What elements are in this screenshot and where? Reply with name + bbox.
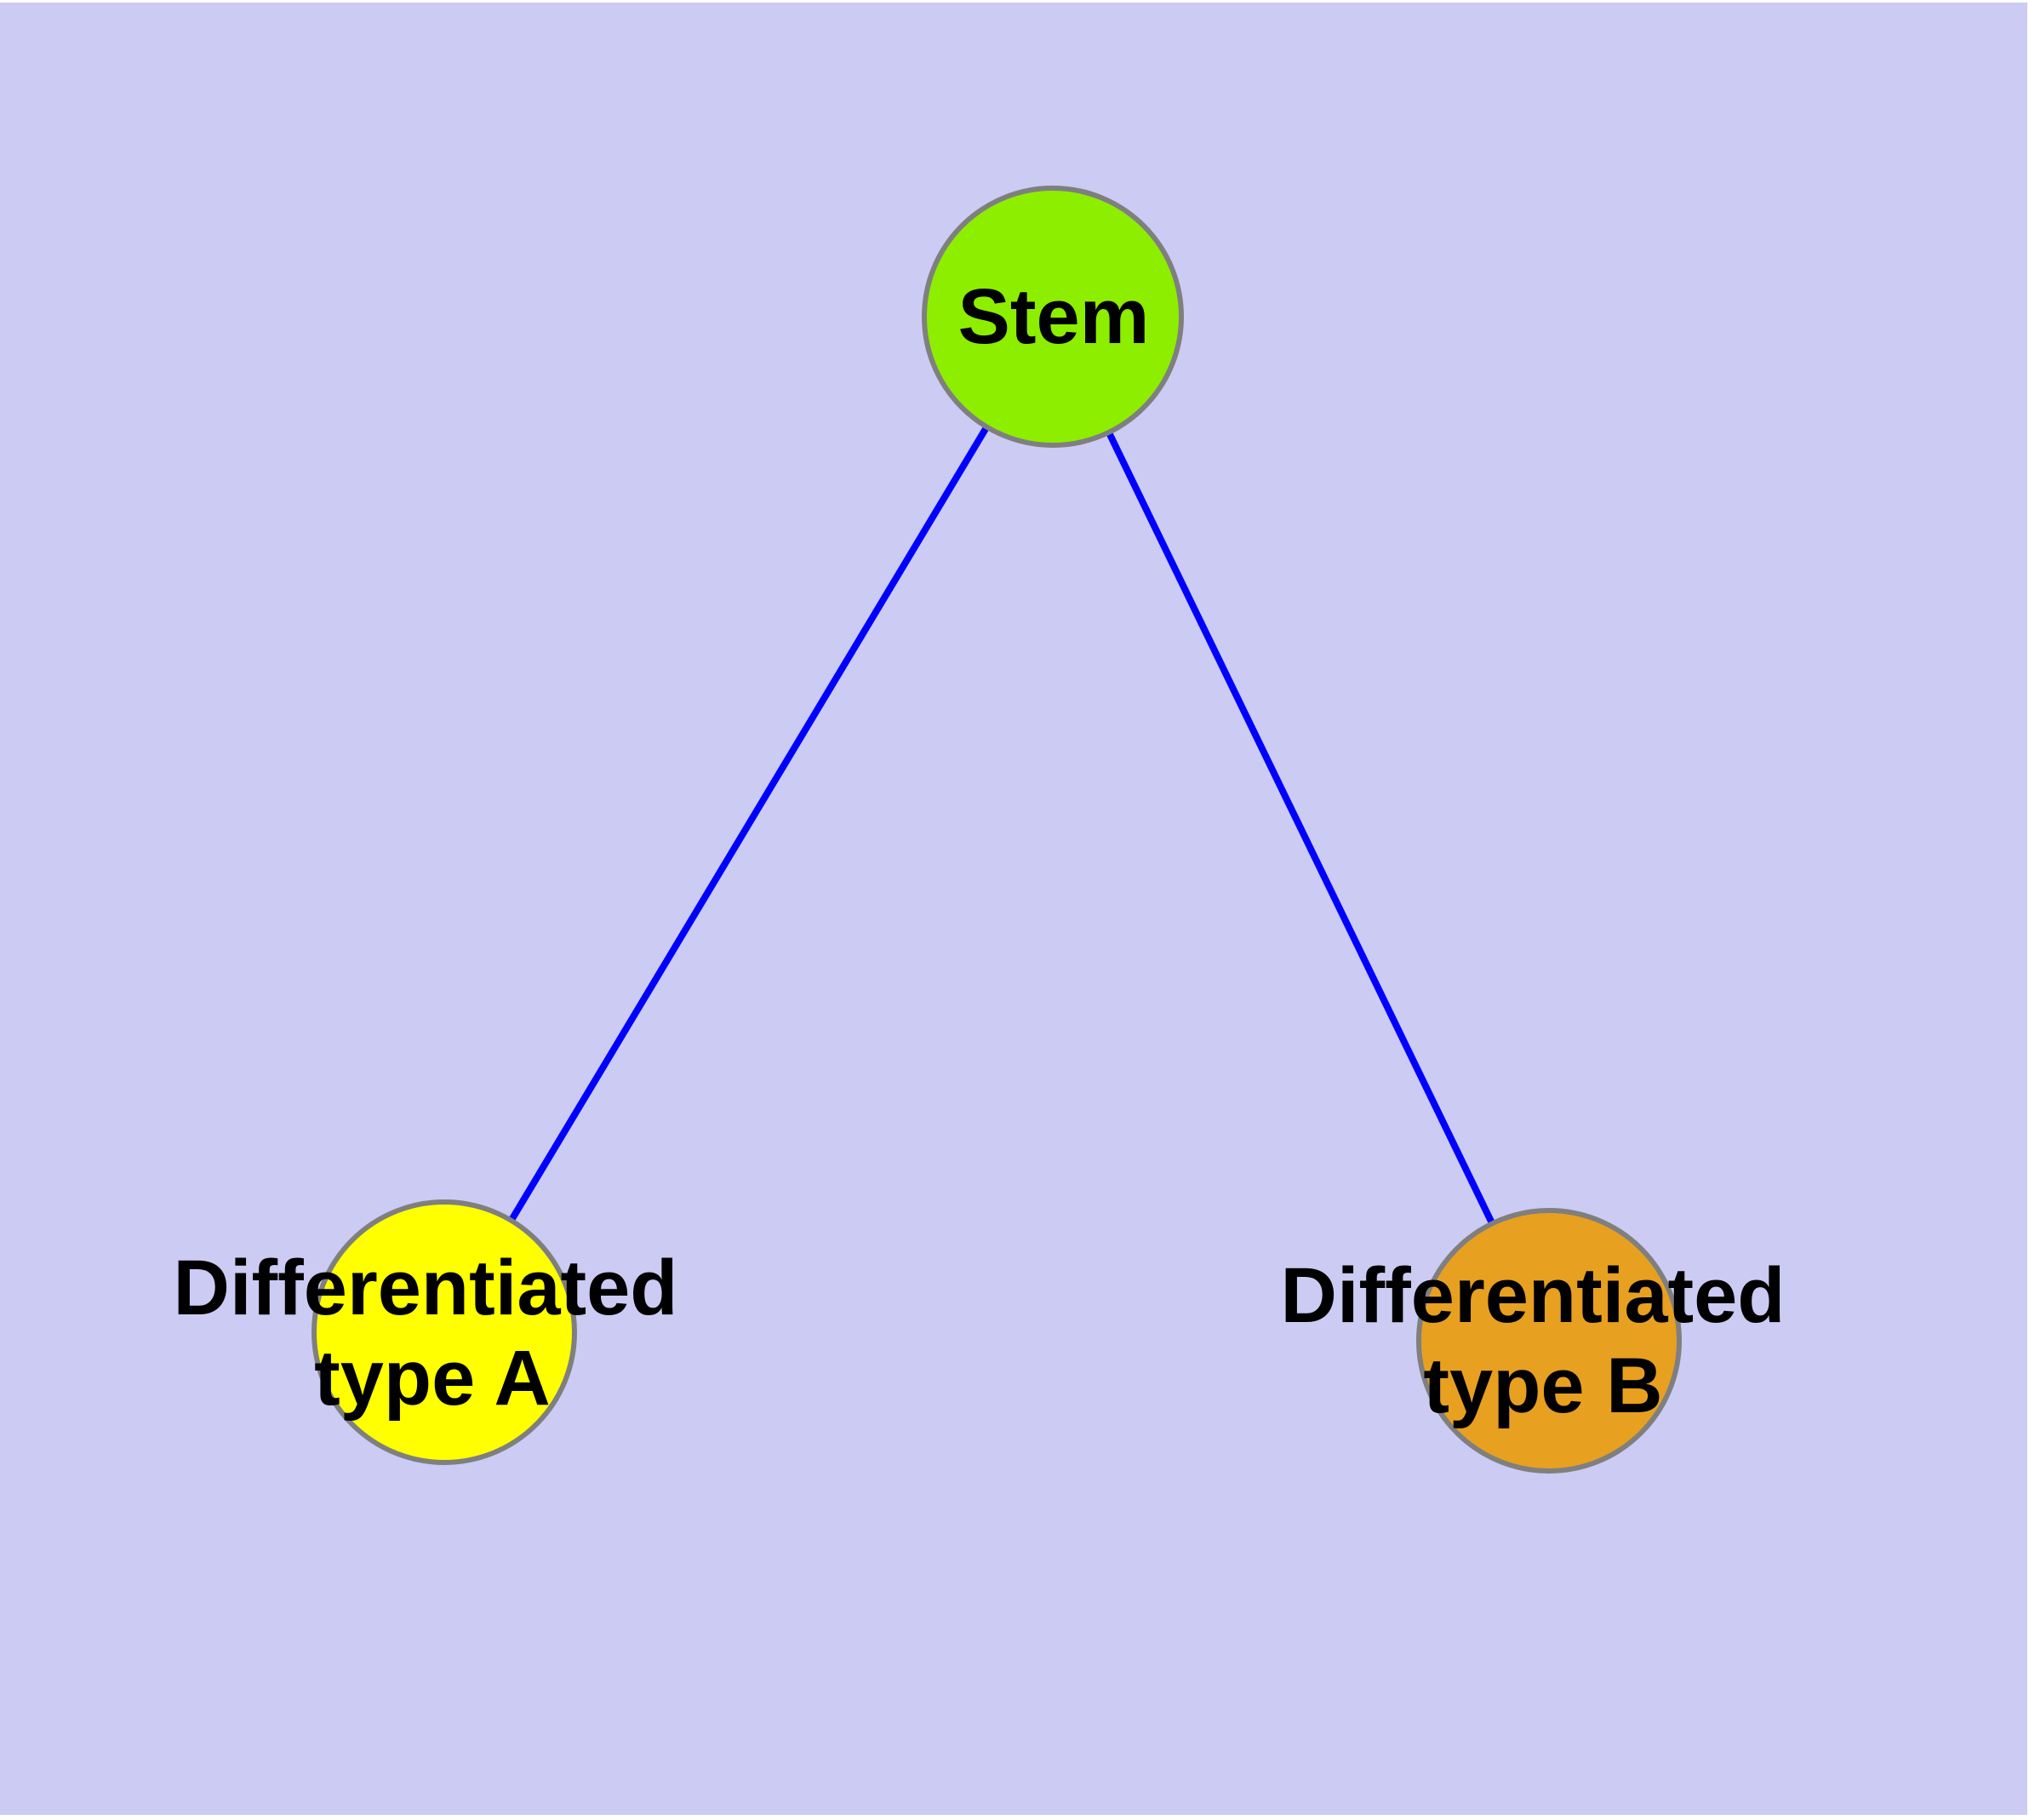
node-label-type-a-line1: Differentiated: [174, 1245, 678, 1331]
node-label-stem: Stem: [958, 273, 1150, 360]
node-label-type-b-line2: type B: [1423, 1342, 1662, 1429]
node-differentiated-type-a: [311, 1199, 577, 1465]
node-label-type-b-line1: Differentiated: [1281, 1252, 1786, 1339]
node-stem: [922, 186, 1184, 448]
node-differentiated-type-b: [1416, 1208, 1682, 1474]
edge-stem-to-type-a: [441, 314, 1056, 1335]
node-label-type-a-line2: type A: [314, 1335, 551, 1422]
edge-stem-to-type-b: [1049, 315, 1552, 1342]
